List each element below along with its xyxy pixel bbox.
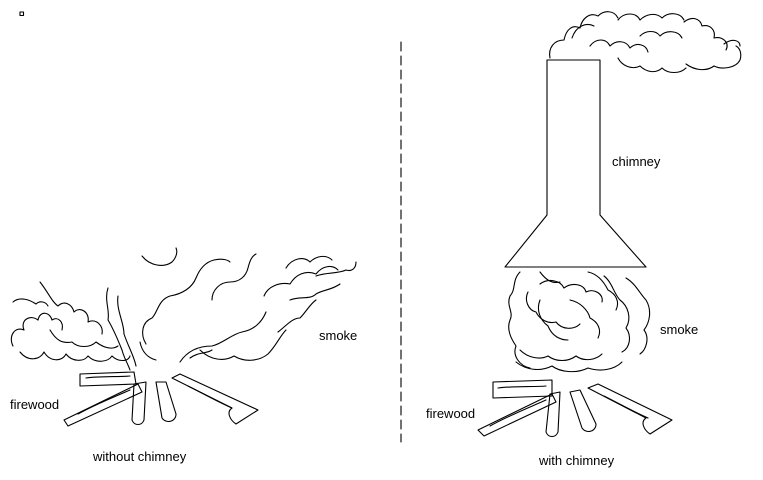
right-smoke-label: smoke xyxy=(660,322,698,337)
scene-without-chimney: smoke firewood without chimney xyxy=(10,247,357,464)
right-firewood-drawing xyxy=(477,379,673,438)
right-smoke-drawing xyxy=(508,271,651,373)
corner-mark xyxy=(19,11,25,17)
right-caption: with chimney xyxy=(538,453,615,468)
left-firewood-drawing xyxy=(63,371,259,427)
left-firewood-label: firewood xyxy=(10,397,59,412)
left-smoke-drawing xyxy=(10,247,357,371)
chimney-structure[interactable] xyxy=(504,59,647,268)
left-caption: without chimney xyxy=(92,449,187,464)
chimney-top-smoke-drawing xyxy=(549,11,742,74)
scene-with-chimney: chimney smoke firewood with chimney xyxy=(426,11,742,468)
left-smoke-label: smoke xyxy=(319,328,357,343)
right-chimney-label: chimney xyxy=(612,154,661,169)
right-firewood-label: firewood xyxy=(426,406,475,421)
